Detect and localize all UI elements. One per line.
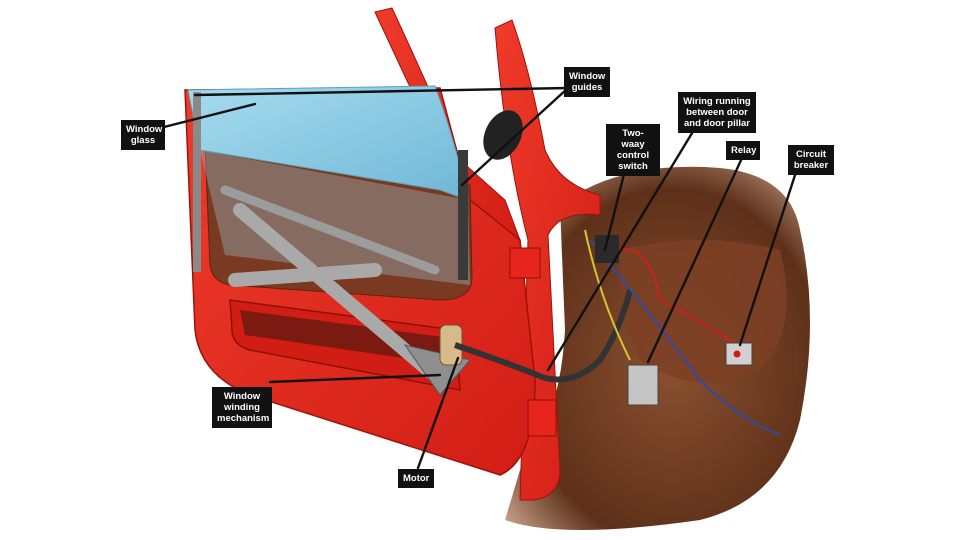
label-wiring: Wiring running between door and door pil… xyxy=(678,92,756,133)
wiring-loom xyxy=(454,289,633,383)
label-motor: Motor xyxy=(398,469,434,488)
leader-wiring xyxy=(546,118,702,372)
relay-box xyxy=(627,364,659,406)
leader-winding xyxy=(268,373,442,384)
window-glass-lower xyxy=(200,150,470,285)
circuit-breaker-button xyxy=(733,350,741,358)
label-relay: Relay xyxy=(726,141,760,160)
side-mirror xyxy=(483,110,523,160)
leader-relay xyxy=(646,156,744,364)
leader-lines xyxy=(158,86,798,470)
label-circuit-breaker: Circuit breaker xyxy=(788,145,834,175)
leader-window-glass xyxy=(158,102,257,130)
mechanism-rail xyxy=(220,185,440,275)
label-two-way-switch: Two-waay control switch xyxy=(606,124,660,176)
label-window-guides: Window guides xyxy=(564,67,610,97)
window-guide-rear xyxy=(193,92,201,272)
door-pillar xyxy=(494,19,601,501)
leader-motor xyxy=(416,356,460,470)
hinge-upper xyxy=(509,247,541,279)
leader-window-guides-1 xyxy=(193,86,570,97)
label-window-glass: Window glass xyxy=(121,120,165,150)
leader-window-guides-2 xyxy=(460,86,570,187)
wire-blue xyxy=(589,239,781,436)
mechanism-arm-2 xyxy=(228,263,382,287)
window-guide-front xyxy=(458,150,468,280)
mechanism-arm-1 xyxy=(233,203,447,387)
wire-yellow xyxy=(584,229,631,361)
leader-circuit-breaker xyxy=(738,170,798,347)
hinge-lower xyxy=(527,399,557,437)
car-seat xyxy=(619,240,787,383)
wire-red xyxy=(609,247,746,351)
label-window-winding-mechanism: Window winding mechanism xyxy=(212,387,272,428)
